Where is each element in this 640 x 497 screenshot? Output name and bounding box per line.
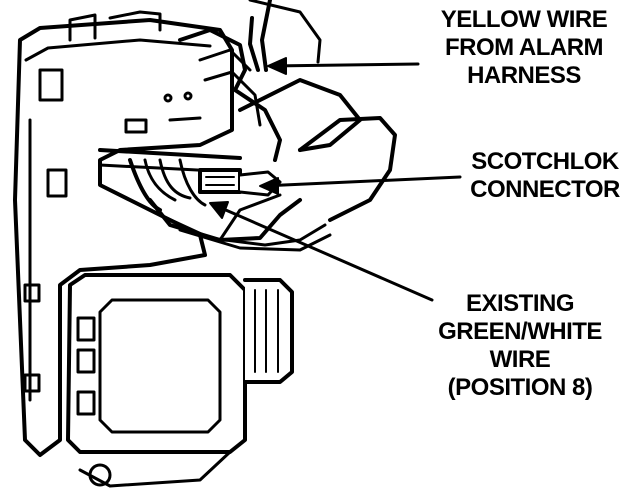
callout-green-white-wire: EXISTING GREEN/WHITE WIRE (POSITION 8) <box>414 290 626 402</box>
callout-yellow-wire-line-1: YELLOW WIRE <box>440 6 608 33</box>
callout-green-white-line-4: (POSITION 8) <box>447 374 593 401</box>
callout-scotchlok-line-1: SCOTCHLOK <box>471 148 619 175</box>
callout-scotchlok-line-2: CONNECTOR <box>470 176 620 203</box>
callout-scotchlok-connector: SCOTCHLOK CONNECTOR <box>452 148 638 204</box>
callout-green-white-line-3: WIRE <box>489 346 551 373</box>
leader-lines <box>209 57 462 302</box>
callout-green-white-line-2: GREEN/WHITE <box>438 318 602 345</box>
alarm-harness <box>178 0 397 222</box>
callout-green-white-line-1: EXISTING <box>465 290 575 317</box>
callout-yellow-wire: YELLOW WIRE FROM ALARM HARNESS <box>418 6 630 90</box>
callout-yellow-wire-line-3: HARNESS <box>467 62 581 89</box>
relay-module <box>66 273 294 488</box>
callout-yellow-wire-line-2: FROM ALARM <box>444 34 604 61</box>
